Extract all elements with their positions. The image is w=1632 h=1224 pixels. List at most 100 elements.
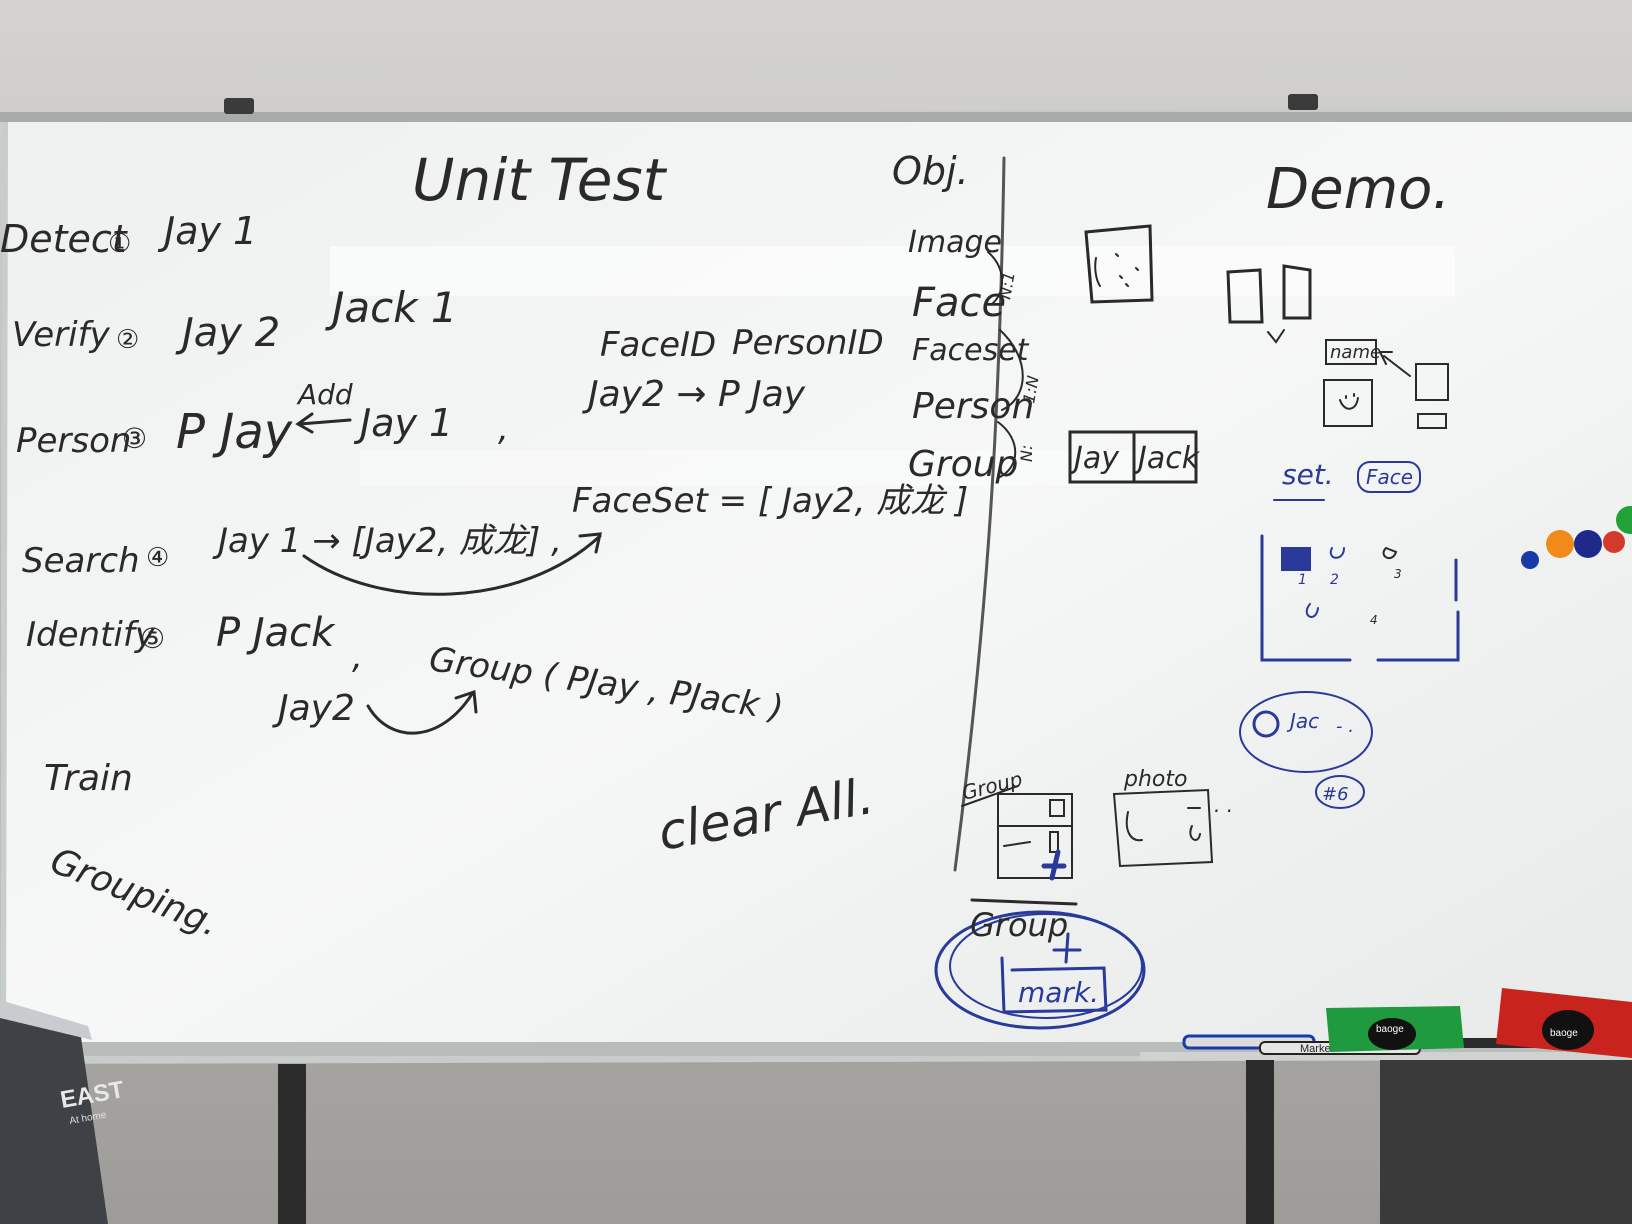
photo-sketch-box [1112,788,1214,868]
grid-item-4 [1305,603,1319,618]
name-box-label: name [1330,342,1381,363]
add-label: Add [296,378,353,411]
stand-leg-left [278,1064,306,1224]
jac-avatar [1252,710,1280,738]
add-jay1-text: Jay 1 [353,401,453,445]
eraser-red-brand: baoge [1550,1028,1578,1039]
demo-section: Demo. name set. Face 1 2 3 4 Jac - . [934,157,1460,1030]
image-sketch-content [1094,253,1139,287]
row-label-identify: Identify [26,615,156,655]
row-text-search: Jay 1 → [Jay2, 成龙] , [212,521,562,561]
group-oval-inner [949,913,1143,1019]
row-text-identify: P Jack [216,610,336,656]
jac-dots: - . [1336,716,1354,737]
photo-sketch-dots: . . [1214,793,1233,817]
jay2-to-group-arrow [366,689,478,735]
demo-down-arrow [1267,329,1285,344]
add-arrow [295,412,352,434]
grid-item-3 [1382,546,1398,560]
row-num-person: ③ [122,422,147,455]
demo-panel-left [1226,268,1264,324]
magnet-orange [1546,530,1574,558]
photo-sketch-label: photo [1123,767,1187,792]
eraser-red-badge [1542,1010,1594,1050]
small-circle-label: #6 [1322,784,1349,805]
stand-leg-right [1246,1060,1274,1224]
magnet-red [1603,531,1625,553]
set-label: set. [1282,458,1334,491]
face-smile [1339,393,1359,410]
jack-box-label: Jack [1133,441,1201,476]
grid-num-1: 1 [1298,572,1307,588]
eraser-green-badge [1368,1018,1416,1050]
group-plus [1052,932,1082,964]
jay2-to-pjay: Jay2 → P Jay [582,374,806,415]
jay2-bottom-text: Jay2 [272,688,355,729]
demo-grid-frame [1260,534,1460,662]
eraser-green-brand: baoge [1376,1024,1404,1035]
magnet-green [1616,506,1632,534]
obj-header: Obj. [892,149,969,193]
face-chip [1357,461,1421,493]
grid-num-4: 4 [1370,613,1378,627]
comma-mark-1: , [498,409,509,449]
obj-item-person: Person [912,386,1034,427]
name-box [1325,339,1377,365]
grid-num-3: 3 [1394,567,1402,581]
relation-n2: N: [1017,445,1036,462]
group-top-line [970,898,1078,906]
faceid-label: FaceID [600,325,716,365]
grid-num-2: 2 [1330,572,1339,588]
row-label-verify: Verify [12,315,111,355]
photo-sketch-content [1125,807,1201,842]
marker-label: Marker [1300,1043,1335,1055]
relation-1n: 1:N [1019,374,1042,404]
group-sketch-square [1049,799,1065,817]
board-clip-left [224,98,254,114]
relation-brace-2 [999,329,1024,411]
whiteboard [0,108,1632,1064]
object-section: Obj. Image Face Faceset Person Group N:1… [892,149,1233,881]
face-chip-label: Face [1366,465,1413,489]
search-to-faceset-arrow [302,532,602,596]
grid-item-selected [1281,547,1311,571]
row-text-verify: Jay 2 [175,310,280,356]
relation-brace-1 [987,251,1004,305]
jack1-text: Jack 1 [325,283,458,332]
comma-mark-2: , [352,637,363,677]
relation-n1: N:1 [995,270,1018,300]
group-big-label: Group [970,906,1068,944]
row-num-detect: ① [108,229,131,259]
grid-item-2 [1329,547,1345,559]
group-oval-outer [934,910,1146,1030]
obj-item-face: Face [912,280,1006,326]
row-num-identify: ⑤ [140,622,165,655]
magnets [1521,506,1632,569]
row-label-person: Person [16,421,131,461]
row-num-search: ④ [146,543,169,573]
unit-test-title: Unit Test [412,146,668,214]
side-card-bottom [1417,413,1447,429]
small-circle [1315,775,1365,809]
tray-items: Marker baoge baoge [1182,988,1632,1058]
image-sketch-box [1084,224,1154,304]
jac-oval [1239,691,1373,773]
row-num-verify: ② [116,325,139,355]
obj-item-image: Image [908,225,1002,260]
group-sketch-underline [961,785,1019,807]
group-sketch-plus [1041,849,1067,881]
magnet-navy [1574,530,1602,558]
row-label-search: Search [22,541,140,581]
row-text-detect: Jay 1 [157,209,257,253]
row-label-detect: Detect [0,217,129,261]
mark-label: mark. [1018,976,1099,1009]
faceset-text: FaceSet = [ Jay2, 成龙 ] [572,481,968,521]
obj-item-faceset: Faceset [912,333,1030,368]
demo-panel-right [1282,264,1312,320]
obj-item-group: Group [908,444,1018,485]
cabinet [1380,1060,1632,1224]
train-text: Train [44,758,133,799]
relation-brace-3 [997,421,1017,479]
jac-label: Jac [1286,709,1319,733]
